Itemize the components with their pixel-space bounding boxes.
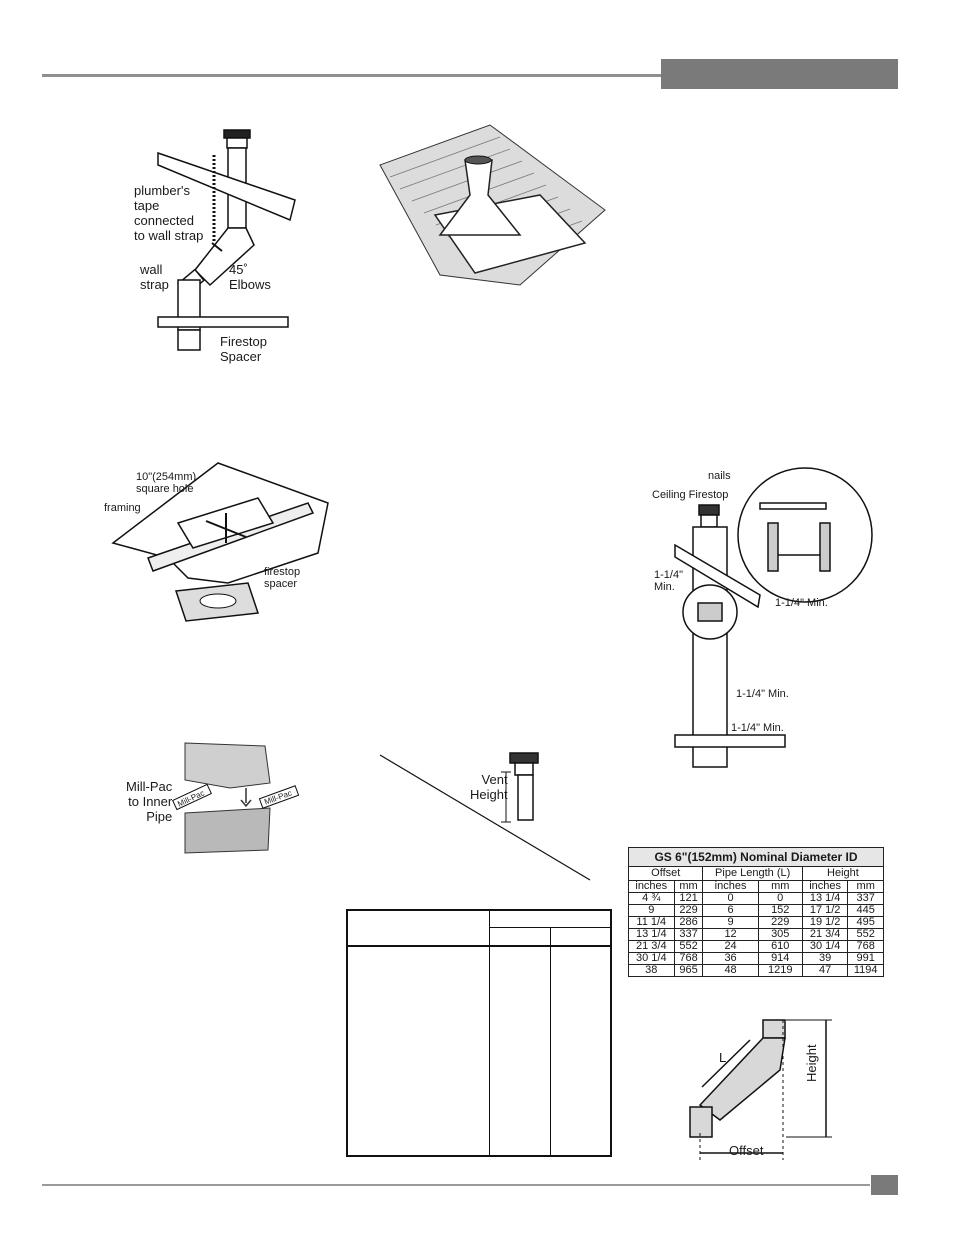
table-cell: 1194: [847, 964, 884, 977]
table-cell: 24: [702, 940, 759, 953]
table-cell: 9: [702, 916, 759, 929]
table-cell: 768: [673, 952, 704, 965]
table-cell: 13 1/4: [628, 928, 675, 941]
gs-offset-table: GS 6"(152mm) Nominal Diameter ID Offset …: [627, 847, 885, 977]
plumbers-tape-label: plumber's tape connected to wall strap: [134, 183, 204, 243]
table-cell: 305: [757, 928, 803, 941]
table-cell: 48: [702, 964, 759, 977]
ceiling-firestop-drawing: [674, 467, 873, 768]
gs-group-offset: Offset: [627, 866, 704, 881]
table-cell: 914: [757, 952, 803, 965]
gs-unit: inches: [628, 880, 675, 893]
firestop-spacer-label: Firestop Spacer: [220, 334, 267, 364]
vent-height-label: Vent Height: [470, 772, 508, 802]
table-cell: 991: [847, 952, 884, 965]
table-cell: 552: [847, 928, 884, 941]
table-cell: 13 1/4: [801, 892, 849, 905]
min-clearance-detail-label: 1-1/4" Min.: [775, 597, 828, 609]
table-cell: 11 1/4: [628, 916, 675, 929]
gs-unit: mm: [847, 880, 884, 893]
wall-strap-label: wall strap: [140, 262, 169, 292]
table-cell: 121: [673, 892, 704, 905]
table-cell: 6: [702, 904, 759, 917]
elbows-label: 45˚ Elbows: [229, 262, 271, 292]
blank-table: [346, 909, 612, 1157]
square-hole-label: 10"(254mm) square hole: [136, 471, 197, 495]
table-cell: 1219: [757, 964, 803, 977]
nails-label: nails: [708, 470, 731, 482]
table-cell: 47: [801, 964, 849, 977]
mill-pac-label: Mill-Pac to Inner Pipe: [126, 779, 173, 824]
table-cell: 0: [757, 892, 803, 905]
height-dimension-label: Height: [804, 1044, 819, 1082]
table-cell: 39: [801, 952, 849, 965]
table-cell: 152: [757, 904, 803, 917]
offset-vent-drawing: [157, 129, 296, 351]
section-header-tab: [661, 59, 898, 89]
vent-height-drawing: [379, 752, 591, 881]
min-clearance-mid-label: 1-1/4" Min.: [736, 688, 789, 700]
ceiling-firestop-label: Ceiling Firestop: [652, 489, 729, 501]
footer-rule: [42, 1184, 870, 1186]
gs-table-caption: GS 6"(152mm) Nominal Diameter ID: [628, 847, 884, 867]
min-clearance-left-label: 1-1/4" Min.: [654, 569, 683, 593]
offset-diagram-drawing: [689, 1019, 832, 1160]
framing-label: framing: [104, 502, 141, 514]
table-cell: 229: [673, 904, 704, 917]
pipe-length-l-label: L: [719, 1050, 727, 1065]
gs-unit: inches: [702, 880, 759, 893]
firestop-spacer-label-2: firestop spacer: [264, 566, 301, 590]
table-cell: 38: [628, 964, 675, 977]
header-rule: [42, 74, 662, 77]
table-cell: 36: [702, 952, 759, 965]
table-cell: 286: [673, 916, 704, 929]
table-cell: 12: [702, 928, 759, 941]
table-cell: 17 1/2: [801, 904, 849, 917]
table-cell: 21 3/4: [628, 940, 675, 953]
table-cell: 495: [847, 916, 884, 929]
offset-dimension-label: Offset: [729, 1143, 764, 1158]
table-cell: 30 1/4: [801, 940, 849, 953]
page-number-tab: [871, 1175, 898, 1195]
gs-group-height: Height: [801, 866, 885, 881]
table-cell: 0: [702, 892, 759, 905]
table-cell: 768: [847, 940, 884, 953]
gs-unit: mm: [673, 880, 704, 893]
ceiling-framing-drawing: [111, 462, 329, 622]
gs-unit: mm: [757, 880, 803, 893]
table-cell: 337: [847, 892, 884, 905]
table-cell: 337: [673, 928, 704, 941]
table-cell: 4 ¾: [628, 892, 675, 905]
roof-flashing-drawing: [379, 124, 606, 286]
table-cell: 9: [628, 904, 675, 917]
table-cell: 445: [847, 904, 884, 917]
gs-group-pipe-length: Pipe Length (L): [702, 866, 803, 881]
table-cell: 229: [757, 916, 803, 929]
min-clearance-low-label: 1-1/4" Min.: [731, 722, 784, 734]
gs-unit: inches: [801, 880, 849, 893]
table-cell: 21 3/4: [801, 928, 849, 941]
table-cell: 610: [757, 940, 803, 953]
mill-pac-drawing: [172, 742, 300, 854]
table-cell: 552: [673, 940, 704, 953]
table-cell: 965: [673, 964, 704, 977]
table-cell: 30 1/4: [628, 952, 675, 965]
table-cell: 19 1/2: [801, 916, 849, 929]
